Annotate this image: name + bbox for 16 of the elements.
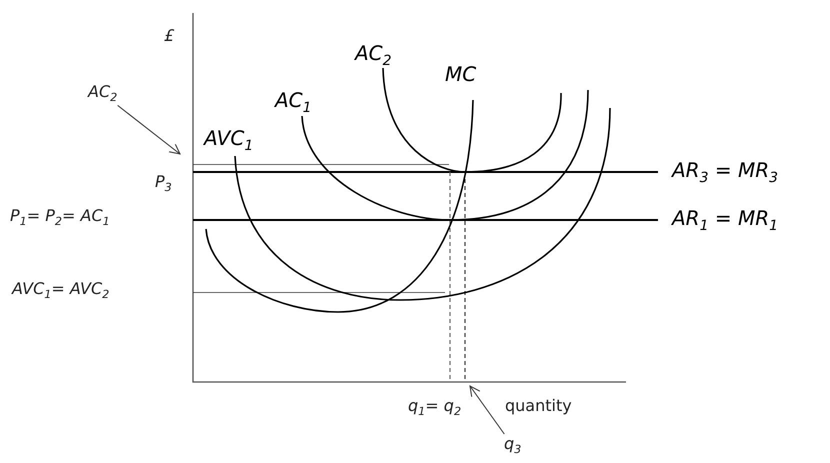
curve-label: AC$_{1}$ bbox=[275, 90, 312, 115]
quantity-label: q$_{1}$= q$_{2}$ bbox=[408, 398, 462, 418]
leader-arrow bbox=[117, 104, 180, 154]
point-label: AC$_{2}$ bbox=[88, 84, 118, 104]
line-label: AR$_{1}$ = MR$_{1}$ bbox=[672, 208, 778, 233]
cost-label: AVC$_{1}$= AVC$_{2}$ bbox=[12, 281, 110, 300]
quantity-label: q$_{3}$ bbox=[504, 436, 522, 456]
curve-label: MC bbox=[445, 64, 476, 84]
line-label: AR$_{3}$ = MR$_{3}$ bbox=[672, 160, 778, 185]
price-label: P$_{1}$= P$_{2}$= AC$_{1}$ bbox=[10, 208, 110, 228]
curve-label: AC$_{2}$ bbox=[355, 43, 392, 68]
price-label: P$_{3}$ bbox=[155, 174, 172, 194]
axis-label: quantity bbox=[505, 398, 572, 414]
axis-label: £ bbox=[164, 28, 174, 44]
leader-arrow bbox=[470, 386, 505, 434]
curve-label: AVC$_{1}$ bbox=[204, 128, 254, 153]
